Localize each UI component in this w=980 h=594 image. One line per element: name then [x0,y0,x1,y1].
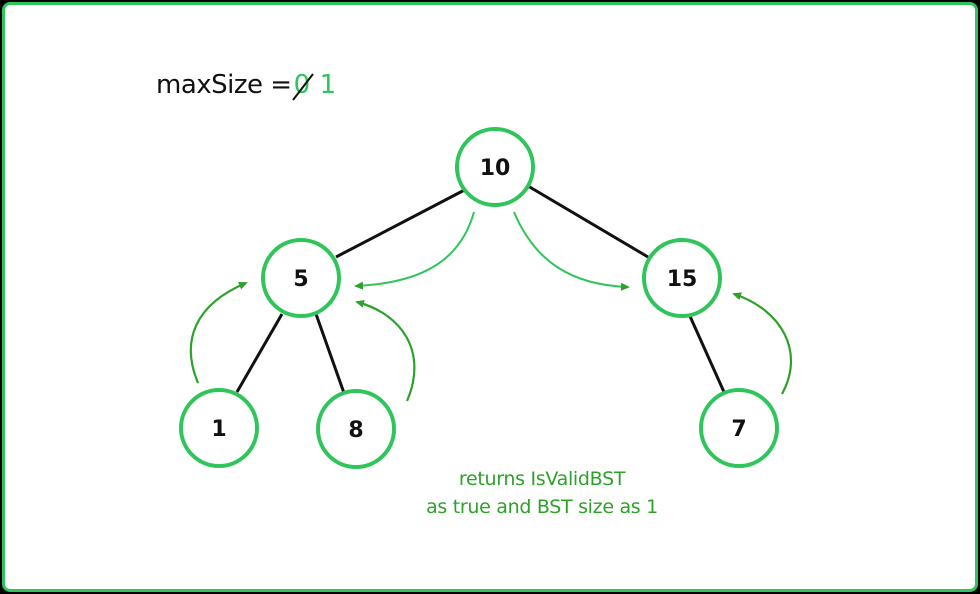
tree-node-8: 8 [316,389,396,469]
edge-5-8 [314,313,346,394]
node-label: 15 [667,267,698,292]
node-label: 1 [211,417,226,442]
caption-line-2: as true and BST size as 1 [426,496,658,518]
node-label: 7 [731,417,746,442]
return-caption: returns IsValidBST as true and BST size … [392,465,692,521]
return-arrow-8-to-5 [355,299,416,402]
edge-10-5 [335,182,477,259]
caption-line-1: returns IsValidBST [458,468,626,490]
return-arrow-1-to-5 [189,281,248,384]
tree-node-7: 7 [699,388,779,468]
tree-node-15: 15 [642,238,722,318]
node-label: 5 [293,267,308,292]
return-arrow-10-to-5 [354,211,475,290]
edge-5-1 [235,313,284,393]
max-size-old-value: 0 [291,70,314,101]
node-label: 10 [480,156,511,181]
return-arrow-10-to-15 [513,211,630,291]
tree-node-1: 1 [179,388,259,468]
max-size-label: maxSize = [156,70,292,100]
return-arrow-7-to-15 [732,292,792,395]
tree-node-5: 5 [261,238,341,318]
max-size-old-value-text: 0 [293,70,311,100]
edge-15-7 [687,313,726,393]
edge-10-15 [527,184,649,259]
tree-node-10: 10 [455,127,535,207]
max-size-new-value: 1 [319,70,337,100]
node-label: 8 [348,418,363,443]
